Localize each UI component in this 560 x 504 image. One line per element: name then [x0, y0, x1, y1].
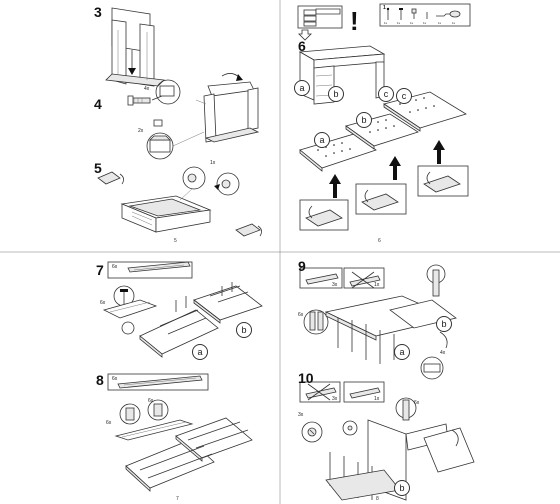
- arrow-up-icon: [389, 156, 401, 180]
- hardware-qty: 6x: [148, 398, 154, 404]
- hardware-qty: 3x: [332, 282, 338, 288]
- panel-label-b: b: [394, 480, 410, 496]
- warning-mark: !: [350, 6, 359, 36]
- step-number-10: 10: [298, 370, 314, 386]
- page-number: 6: [378, 238, 381, 244]
- dowel-icon: [402, 399, 410, 421]
- step-3-illustration: [105, 7, 165, 87]
- parts-caption: 1x: [452, 21, 456, 25]
- panel-label-a: a: [192, 344, 208, 360]
- panel-label-a: a: [314, 132, 330, 148]
- step-number-3: 3: [94, 4, 102, 20]
- step-7-illustration: [102, 261, 263, 358]
- page-number: 5: [174, 238, 177, 244]
- parts-box-index: 1: [383, 5, 386, 11]
- hardware-qty: 6x: [100, 300, 106, 306]
- parts-caption: 1x: [438, 21, 442, 25]
- step-number-8: 8: [96, 372, 104, 388]
- cam-lock-icon: [432, 269, 440, 297]
- parts-caption: 1x: [423, 21, 427, 25]
- hardware-qty: 4x: [440, 350, 446, 356]
- arrow-down-icon: [298, 29, 312, 41]
- step-4-illustration: [127, 73, 260, 160]
- curved-arrow-icon: [119, 173, 124, 185]
- hardware-qty: 6x: [414, 400, 420, 406]
- page-number: 7: [176, 496, 179, 502]
- parts-caption: 1x: [410, 21, 414, 25]
- crossed-box-icon: [305, 383, 337, 401]
- panel-label-b: b: [356, 112, 372, 128]
- parts-caption: 1x: [397, 21, 401, 25]
- arrow-up-icon: [433, 140, 445, 164]
- hardware-qty: 2x: [138, 128, 144, 134]
- step-5-illustration: [97, 166, 262, 237]
- step-number-9: 9: [298, 258, 306, 274]
- panel-label-a: a: [394, 344, 410, 360]
- hardware-qty: 1x: [210, 160, 216, 166]
- hardware-qty: 1x: [374, 396, 380, 402]
- step-9-illustration: [299, 264, 457, 380]
- step-8-illustration: [107, 373, 253, 492]
- hardware-qty: 3x: [298, 412, 304, 418]
- step-number-6: 6: [298, 38, 306, 54]
- step-number-5: 5: [94, 160, 102, 176]
- step-6-illustration: [298, 45, 469, 231]
- panel-label-c: c: [396, 88, 412, 104]
- panel-label-a: a: [294, 80, 310, 96]
- hardware-qty: 6x: [112, 376, 118, 382]
- crossed-box-icon: [349, 271, 381, 289]
- panel-label-b: b: [328, 86, 344, 102]
- panel-b: [193, 285, 263, 321]
- step-number-4: 4: [94, 96, 102, 112]
- drawer-runner-icon: [127, 261, 191, 273]
- screw-icon: [127, 95, 151, 106]
- panel-label-b: b: [436, 316, 452, 332]
- page-number: 8: [376, 496, 379, 502]
- hardware-qty: 1x: [374, 282, 380, 288]
- panel-label-c: c: [378, 86, 394, 102]
- step-number-7: 7: [96, 262, 104, 278]
- hardware-qty: 6x: [298, 312, 304, 318]
- hardware-qty: 4x: [144, 86, 150, 92]
- panel-label-b: b: [236, 322, 252, 338]
- dowel-icon: [153, 403, 163, 417]
- hardware-qty: 6x: [106, 420, 112, 426]
- step-6-header: [297, 3, 471, 41]
- step-10-illustration: [299, 381, 475, 501]
- hardware-qty: 3x: [332, 396, 338, 402]
- parts-caption: 1x: [384, 21, 388, 25]
- dowel-icon: [125, 407, 135, 421]
- hardware-qty: 6x: [112, 264, 118, 270]
- arrow-up-icon: [329, 174, 341, 198]
- drawer-front-icon: [97, 171, 121, 185]
